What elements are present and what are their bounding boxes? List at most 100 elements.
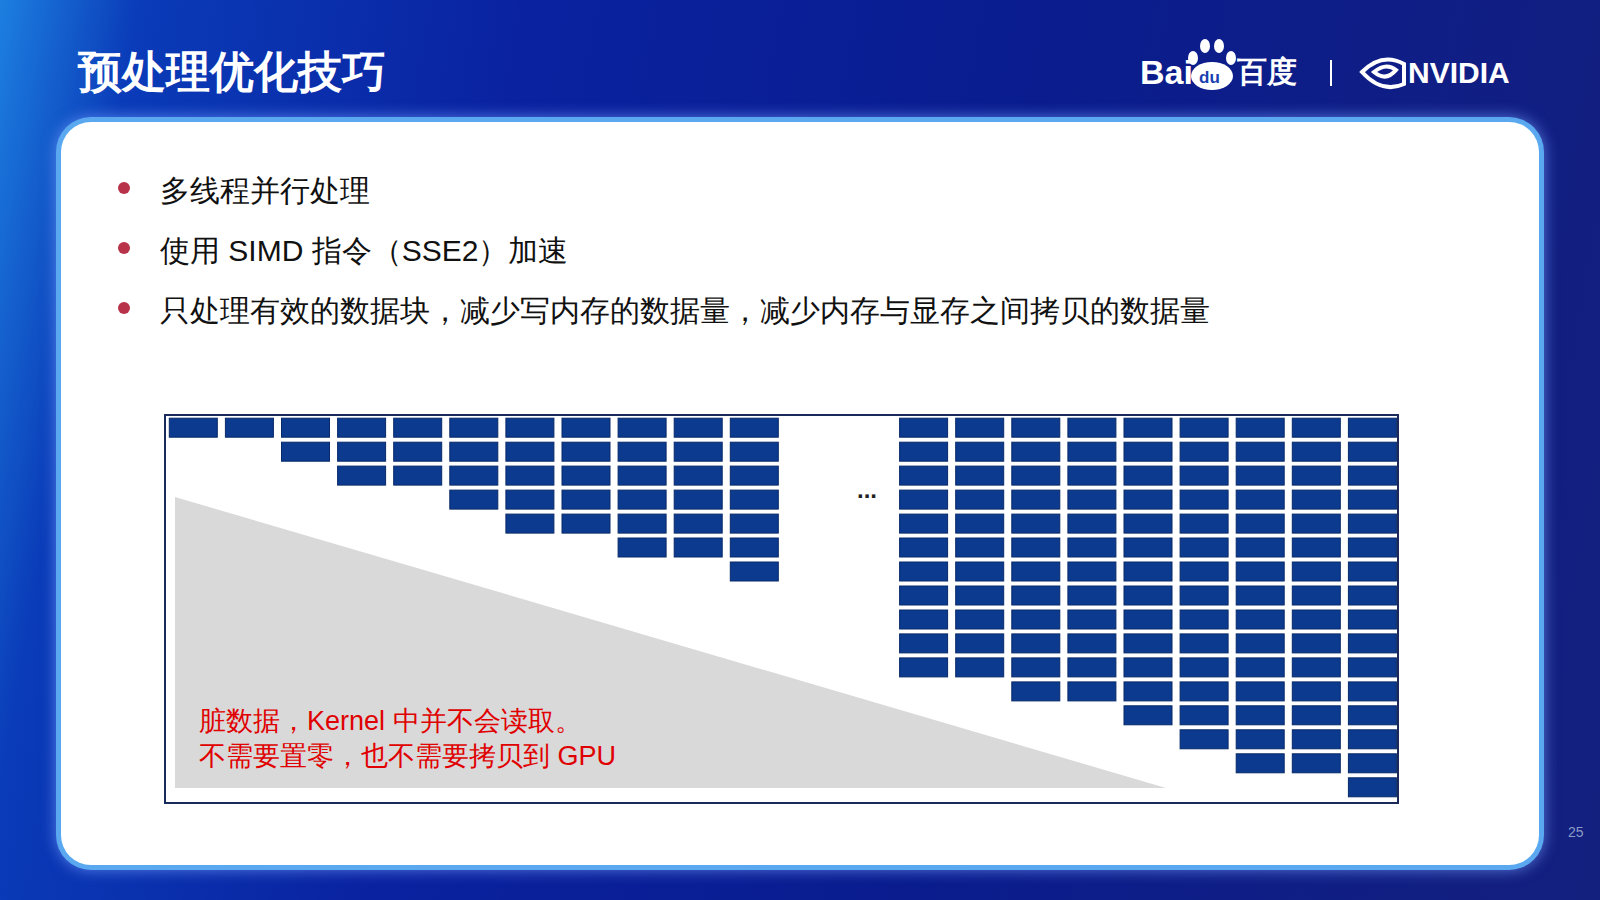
data-block	[1012, 682, 1060, 701]
data-block	[730, 490, 778, 509]
data-block	[956, 610, 1004, 629]
data-block	[956, 418, 1004, 437]
data-block	[900, 514, 948, 533]
data-block	[225, 418, 273, 437]
data-block	[282, 418, 330, 437]
data-block	[506, 418, 554, 437]
data-block	[1292, 514, 1340, 533]
baidu-paw	[1188, 39, 1236, 90]
data-block	[1012, 538, 1060, 557]
ellipsis: ...	[857, 476, 877, 504]
data-block	[1068, 466, 1116, 485]
data-block	[956, 490, 1004, 509]
page-number: 25	[1568, 824, 1584, 840]
data-block	[1236, 466, 1284, 485]
data-block	[394, 442, 442, 461]
data-block	[1068, 442, 1116, 461]
data-block	[450, 442, 498, 461]
data-block	[1292, 538, 1340, 557]
data-block	[1236, 490, 1284, 509]
logo-text: Bai	[1140, 53, 1193, 92]
data-block	[900, 634, 948, 653]
data-block	[1124, 658, 1172, 677]
diagram-frame	[165, 415, 1398, 803]
data-block	[1292, 682, 1340, 701]
data-block	[1292, 634, 1340, 653]
data-block	[1068, 418, 1116, 437]
data-block	[618, 538, 666, 557]
data-block	[1180, 442, 1228, 461]
data-block	[730, 418, 778, 437]
data-block	[338, 418, 386, 437]
data-block	[394, 466, 442, 485]
data-block	[1236, 538, 1284, 557]
data-block	[956, 586, 1004, 605]
data-block	[1124, 490, 1172, 509]
bullet-text: 使用 SIMD 指令（SSE2）加速	[160, 231, 568, 272]
data-block	[674, 418, 722, 437]
data-block	[956, 514, 1004, 533]
data-block	[1348, 754, 1396, 773]
data-block	[1180, 586, 1228, 605]
data-block	[618, 466, 666, 485]
data-block	[730, 514, 778, 533]
data-block	[1292, 658, 1340, 677]
data-block	[282, 442, 330, 461]
data-block	[169, 418, 217, 437]
data-block	[1348, 466, 1396, 485]
data-block	[1236, 514, 1284, 533]
data-block	[1012, 586, 1060, 605]
data-block	[562, 466, 610, 485]
data-block	[1236, 562, 1284, 581]
data-block	[1180, 418, 1228, 437]
data-block	[1180, 682, 1228, 701]
data-block	[1068, 490, 1116, 509]
data-block	[1180, 706, 1228, 725]
data-block	[1012, 514, 1060, 533]
data-block	[618, 490, 666, 509]
data-block	[1180, 538, 1228, 557]
data-block	[674, 538, 722, 557]
data-block	[730, 538, 778, 557]
data-block	[1348, 682, 1396, 701]
data-block	[450, 490, 498, 509]
logo-text: 百度	[1237, 52, 1297, 93]
data-block	[1180, 466, 1228, 485]
data-block	[1124, 442, 1172, 461]
data-block	[900, 466, 948, 485]
data-blocks	[169, 418, 1396, 797]
data-block	[730, 442, 778, 461]
bullet-dot	[118, 182, 130, 194]
data-block	[1236, 442, 1284, 461]
data-block	[1124, 562, 1172, 581]
data-block	[1348, 778, 1396, 797]
data-block	[1124, 514, 1172, 533]
data-block	[1068, 682, 1116, 701]
data-block	[1236, 418, 1284, 437]
data-block	[1068, 658, 1116, 677]
data-block	[506, 466, 554, 485]
data-block	[618, 442, 666, 461]
data-block	[1348, 442, 1396, 461]
data-block	[900, 490, 948, 509]
data-block	[1292, 442, 1340, 461]
data-block	[1124, 538, 1172, 557]
data-block	[394, 418, 442, 437]
data-block	[900, 538, 948, 557]
data-block	[900, 610, 948, 629]
data-block	[900, 562, 948, 581]
logo-text: NVIDIA	[1408, 56, 1510, 90]
data-block	[1292, 730, 1340, 749]
data-block	[1348, 514, 1396, 533]
data-block	[1180, 634, 1228, 653]
data-block	[1012, 466, 1060, 485]
dirty-data-triangle: 脏数据，Kernel 中并不会读取。 不需要置零，也不需要拷贝到 GPU	[175, 497, 1166, 788]
data-block	[1348, 634, 1396, 653]
triangle-fill	[175, 497, 1166, 788]
data-block	[900, 586, 948, 605]
data-block	[450, 466, 498, 485]
data-block	[1292, 418, 1340, 437]
data-block	[1348, 706, 1396, 725]
data-block	[956, 658, 1004, 677]
data-block	[1348, 610, 1396, 629]
